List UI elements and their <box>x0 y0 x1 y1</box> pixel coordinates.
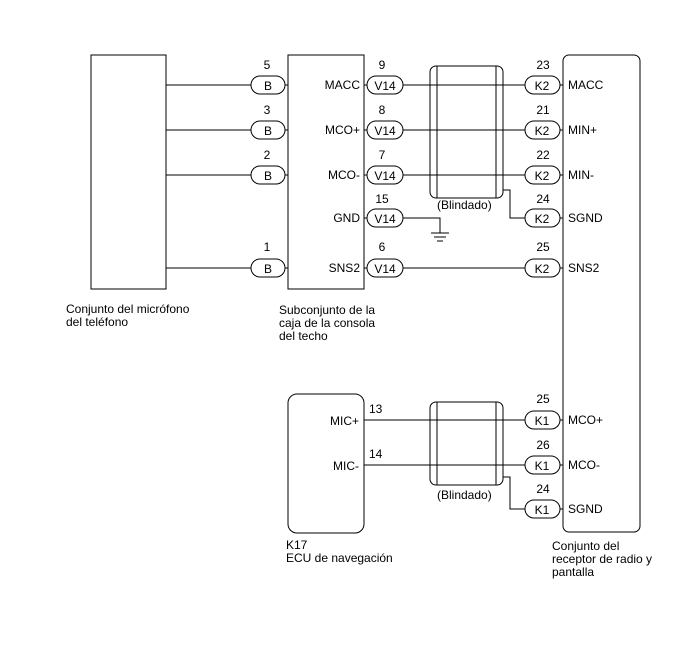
connector-label: K1 <box>535 459 550 473</box>
signal-label: MCO+ <box>568 413 603 427</box>
pin-number: 13 <box>369 402 383 416</box>
pin-number: 21 <box>536 103 550 117</box>
radio-lower-connectors: 25 K1 MCO+ 26 K1 MCO- 24 K1 SGND <box>524 392 603 519</box>
connector-badge <box>366 165 404 185</box>
connector-badge <box>366 208 404 228</box>
shield-label-lower: (Blindado) <box>437 488 492 502</box>
signal-label: MIN- <box>568 168 594 182</box>
pin-number: 3 <box>264 103 271 117</box>
pin-number: 7 <box>379 148 386 162</box>
pin-number: 14 <box>369 447 383 461</box>
ecu-caption: K17 ECU de navegación <box>286 539 393 565</box>
console-caption: Subconjunto de la caja de la consola del… <box>279 304 375 343</box>
ecu-box <box>287 393 365 534</box>
connector-label: V14 <box>374 79 396 93</box>
pin-number: 24 <box>536 482 550 496</box>
caption-line: K17 <box>286 538 308 552</box>
connector-badge <box>250 165 286 185</box>
pin-number: 22 <box>536 148 550 162</box>
pin-number: 23 <box>536 58 550 72</box>
microphone-box <box>90 54 167 290</box>
pin-number: 8 <box>379 103 386 117</box>
connector-badge <box>524 75 561 95</box>
pin-number: 2 <box>264 148 271 162</box>
caption-line: del teléfono <box>66 315 129 329</box>
connector-label: V14 <box>374 262 396 276</box>
caption-line: ECU de navegación <box>286 551 393 565</box>
signal-label: MIC+ <box>330 414 359 428</box>
caption-line: pantalla <box>552 565 595 579</box>
connector-badge <box>366 120 404 140</box>
connector-label: K2 <box>535 169 550 183</box>
console-left-connectors: 5 B 3 B 2 B 1 B <box>250 58 286 278</box>
console-right-connectors: MACC 9 V14 MCO+ 8 V14 MCO- 7 V14 GND 15 … <box>325 58 404 278</box>
signal-label: SGND <box>568 211 603 225</box>
shield-upper <box>429 65 504 199</box>
connector-badge <box>524 499 561 519</box>
connector-label: K2 <box>535 212 550 226</box>
signal-label: SGND <box>568 502 603 516</box>
pin-number: 24 <box>536 192 550 206</box>
connector-badge <box>524 208 561 228</box>
caption-line: receptor de radio y <box>552 552 653 566</box>
microphone-caption: Conjunto del micrófono del teléfono <box>66 303 189 329</box>
signal-label: SNS2 <box>329 261 361 275</box>
connector-badge <box>366 258 404 278</box>
connector-label: B <box>264 169 272 183</box>
radio-upper-connectors: 23 K2 MACC 21 K2 MIN+ 22 K2 MIN- 24 K2 S… <box>524 58 604 278</box>
caption-line: caja de la consola <box>279 316 376 330</box>
connector-badge <box>250 120 286 140</box>
radio-box <box>562 54 641 533</box>
connector-label: B <box>264 124 272 138</box>
connector-label: K2 <box>535 79 550 93</box>
connector-label: K2 <box>535 124 550 138</box>
connector-label: K2 <box>535 262 550 276</box>
signal-label: MACC <box>325 78 361 92</box>
connector-badge <box>524 410 561 430</box>
connector-label: K1 <box>535 414 550 428</box>
pin-number: 1 <box>264 240 271 254</box>
pin-number: 5 <box>264 58 271 72</box>
signal-label: MACC <box>568 78 604 92</box>
signal-label: GND <box>333 211 360 225</box>
console-box <box>287 54 365 290</box>
connector-badge <box>250 258 286 278</box>
connector-label: K1 <box>535 503 550 517</box>
caption-line: del techo <box>279 329 328 343</box>
connector-badge <box>524 258 561 278</box>
pin-number: 26 <box>536 438 550 452</box>
connector-badge <box>524 120 561 140</box>
signal-label: MCO+ <box>325 123 360 137</box>
caption-line: Subconjunto de la <box>279 303 376 317</box>
ecu-pins: MIC+ 13 MIC- 14 <box>330 402 383 473</box>
caption-line: Conjunto del micrófono <box>66 302 190 316</box>
signal-label: MIN+ <box>568 123 597 137</box>
connector-label: B <box>264 79 272 93</box>
pin-number: 25 <box>536 392 550 406</box>
caption-line: Conjunto del <box>552 539 620 553</box>
connector-label: V14 <box>374 169 396 183</box>
connector-label: V14 <box>374 212 396 226</box>
shield-lower <box>429 401 504 486</box>
connector-badge <box>524 165 561 185</box>
connector-label: B <box>264 262 272 276</box>
shield-label-upper: (Blindado) <box>437 198 492 212</box>
pin-number: 25 <box>536 240 550 254</box>
pin-number: 9 <box>379 58 386 72</box>
radio-caption: Conjunto del receptor de radio y pantall… <box>552 540 652 579</box>
signal-label: SNS2 <box>568 261 600 275</box>
pin-number: 6 <box>379 240 386 254</box>
pin-number: 15 <box>375 192 389 206</box>
signal-label: MCO- <box>568 458 600 472</box>
connector-badge <box>366 75 404 95</box>
connector-badge <box>250 75 286 95</box>
signal-label: MCO- <box>328 168 360 182</box>
connector-badge <box>524 455 561 475</box>
signal-label: MIC- <box>333 459 359 473</box>
connector-label: V14 <box>374 124 396 138</box>
